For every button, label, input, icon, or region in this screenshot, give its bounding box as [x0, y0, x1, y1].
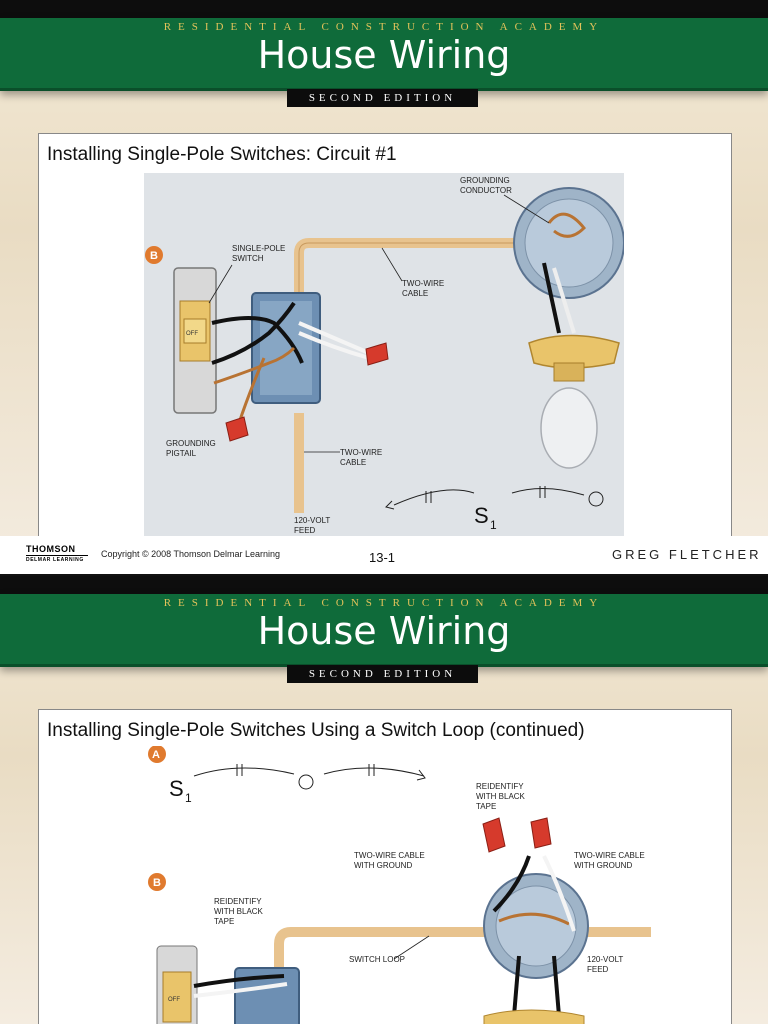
wire-nut-1 [482, 817, 506, 853]
marker-a [148, 746, 166, 763]
slide-title: Installing Single-Pole Switches: Circuit… [47, 144, 397, 165]
author: GREG FLETCHER [612, 547, 762, 562]
lamp-holder [528, 334, 620, 369]
wiring-diagram: OFF B SINGLE-POLE SWITCH [144, 173, 625, 536]
slide-2: RESIDENTIAL CONSTRUCTION ACADEMY House W… [0, 576, 768, 1024]
marker-b [148, 873, 166, 891]
switch-box [234, 967, 300, 1024]
switch-off-text: OFF [186, 331, 198, 337]
label-reidentify-left: REIDENTIFY WITH BLACK TAPE [214, 897, 265, 926]
series-name: RESIDENTIAL CONSTRUCTION ACADEMY [163, 597, 605, 609]
book-title: House Wiring [257, 609, 511, 653]
label-volt-feed: 120-VOLT FEED [587, 955, 625, 974]
schematic-subscript: 1 [185, 791, 192, 805]
top-bar [0, 0, 768, 18]
label-two-wire-ground-left: TWO-WIRE CABLE WITH GROUND [354, 851, 427, 870]
book-title: House Wiring [257, 33, 511, 77]
slide-title: Installing Single-Pole Switches Using a … [47, 720, 585, 741]
publisher-logo: THOMSON [26, 544, 76, 554]
banner: RESIDENTIAL CONSTRUCTION ACADEMY House W… [0, 594, 768, 667]
label-volt-feed: 120-VOLT FEED [294, 516, 332, 535]
wire-nut-ground [225, 416, 249, 442]
label-two-wire-cable-top: TWO-WIRE CABLE [402, 279, 446, 298]
page-number: 13-1 [369, 550, 396, 565]
copyright: Copyright © 2008 Thomson Delmar Learning [101, 549, 281, 559]
schematic-symbol: S [474, 503, 489, 528]
lamp-holder [483, 1009, 585, 1024]
edition-label: SECOND EDITION [287, 665, 478, 683]
wiring-diagram-svg: OFF B SINGLE-POLE SWITCH [145, 176, 625, 535]
series-name: RESIDENTIAL CONSTRUCTION ACADEMY [163, 21, 605, 33]
wire-nut-2 [530, 817, 552, 849]
switch-off-text: OFF [168, 997, 180, 1003]
marker-b [145, 246, 163, 264]
label-two-wire-ground-right: TWO-WIRE CABLE WITH GROUND [574, 851, 647, 870]
label-grounding-pigtail: GROUNDING PIGTAIL [166, 439, 218, 458]
content-panel: Installing Single-Pole Switches: Circuit… [38, 133, 732, 538]
label-reidentify-top: REIDENTIFY WITH BLACK TAPE [476, 782, 527, 811]
switch-loop-diagram: A S 1 [148, 746, 651, 1024]
publisher-logo-line [26, 555, 88, 556]
banner: RESIDENTIAL CONSTRUCTION ACADEMY House W… [0, 18, 768, 91]
marker-b-text: B [153, 877, 161, 889]
light-bulb [540, 387, 598, 469]
footer: THOMSON DELMAR LEARNING Copyright © 2008… [0, 536, 768, 574]
wire-nut-top [365, 342, 389, 366]
label-switch-loop: SWITCH LOOP [349, 955, 405, 964]
content-panel: Installing Single-Pole Switches Using a … [38, 709, 732, 1024]
top-bar [0, 576, 768, 594]
slide-1: RESIDENTIAL CONSTRUCTION ACADEMY House W… [0, 0, 768, 574]
label-two-wire-cable-bottom: TWO-WIRE CABLE [340, 448, 384, 467]
label-single-pole-switch: SINGLE-POLE SWITCH [232, 244, 288, 263]
marker-b-text: B [150, 250, 158, 262]
publisher-sub: DELMAR LEARNING [26, 557, 84, 563]
schematic-symbol: S [169, 776, 184, 801]
marker-a-text: A [152, 749, 160, 761]
schematic-subscript: 1 [490, 518, 497, 532]
edition-label: SECOND EDITION [287, 89, 478, 107]
label-grounding-conductor: GROUNDING CONDUCTOR [460, 176, 512, 195]
